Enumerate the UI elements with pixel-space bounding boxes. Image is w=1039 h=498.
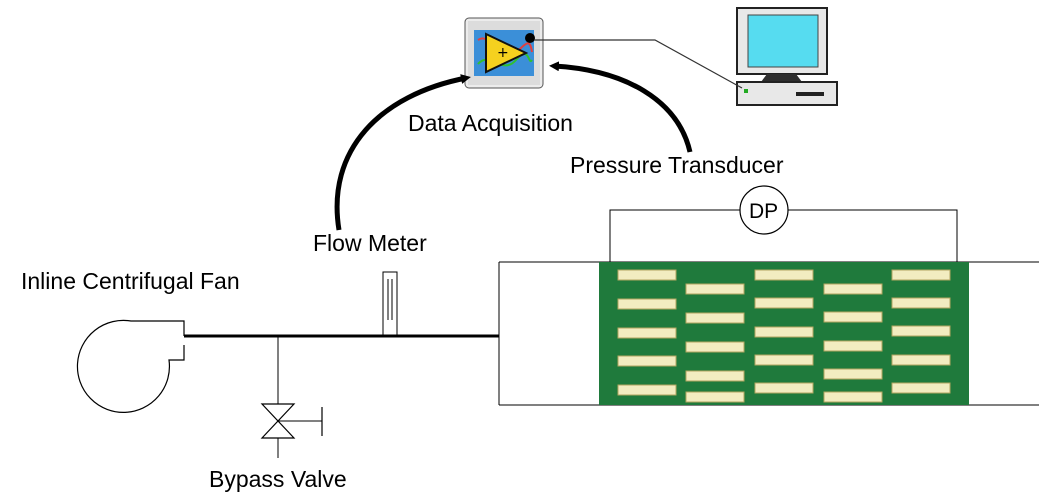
pressure-signal-arrow bbox=[549, 61, 693, 153]
svg-text:+: + bbox=[497, 45, 509, 61]
label-data-acquisition: Data Acquisition bbox=[408, 110, 573, 136]
daq-computer-cable bbox=[534, 39, 743, 89]
fin bbox=[823, 391, 883, 403]
fin bbox=[617, 384, 677, 396]
fan-icon bbox=[76, 319, 185, 413]
fin bbox=[754, 354, 814, 366]
label-pressure-transducer: Pressure Transducer bbox=[570, 152, 784, 178]
fin bbox=[685, 283, 745, 295]
fin bbox=[823, 368, 883, 380]
fin bbox=[823, 311, 883, 323]
fin bbox=[891, 269, 951, 281]
label-dp: DP bbox=[749, 200, 778, 223]
fin bbox=[891, 354, 951, 366]
label-inline-centrifugal-fan: Inline Centrifugal Fan bbox=[21, 268, 240, 294]
fin bbox=[617, 327, 677, 339]
fin bbox=[891, 297, 951, 309]
fin bbox=[685, 312, 745, 324]
label-bypass-valve: Bypass Valve bbox=[209, 466, 347, 492]
fin bbox=[685, 370, 745, 382]
fin bbox=[685, 391, 745, 403]
fin bbox=[617, 298, 677, 310]
flow-meter-icon bbox=[382, 271, 398, 336]
bypass-valve-icon bbox=[260, 336, 323, 458]
fin bbox=[754, 326, 814, 338]
computer-icon bbox=[736, 7, 838, 106]
fin bbox=[617, 269, 677, 281]
fin bbox=[685, 341, 745, 353]
test-section-fins bbox=[617, 269, 951, 403]
fin bbox=[891, 382, 951, 394]
fin bbox=[617, 355, 677, 367]
fin bbox=[754, 269, 814, 281]
dp-gauge: DP bbox=[609, 185, 958, 262]
fin bbox=[754, 382, 814, 394]
fin bbox=[823, 340, 883, 352]
fin bbox=[754, 297, 814, 309]
fin bbox=[891, 325, 951, 337]
daq-icon: + bbox=[464, 17, 544, 89]
label-flow-meter: Flow Meter bbox=[313, 230, 427, 256]
flow-meter-signal-arrow bbox=[334, 74, 471, 231]
fin bbox=[823, 283, 883, 295]
